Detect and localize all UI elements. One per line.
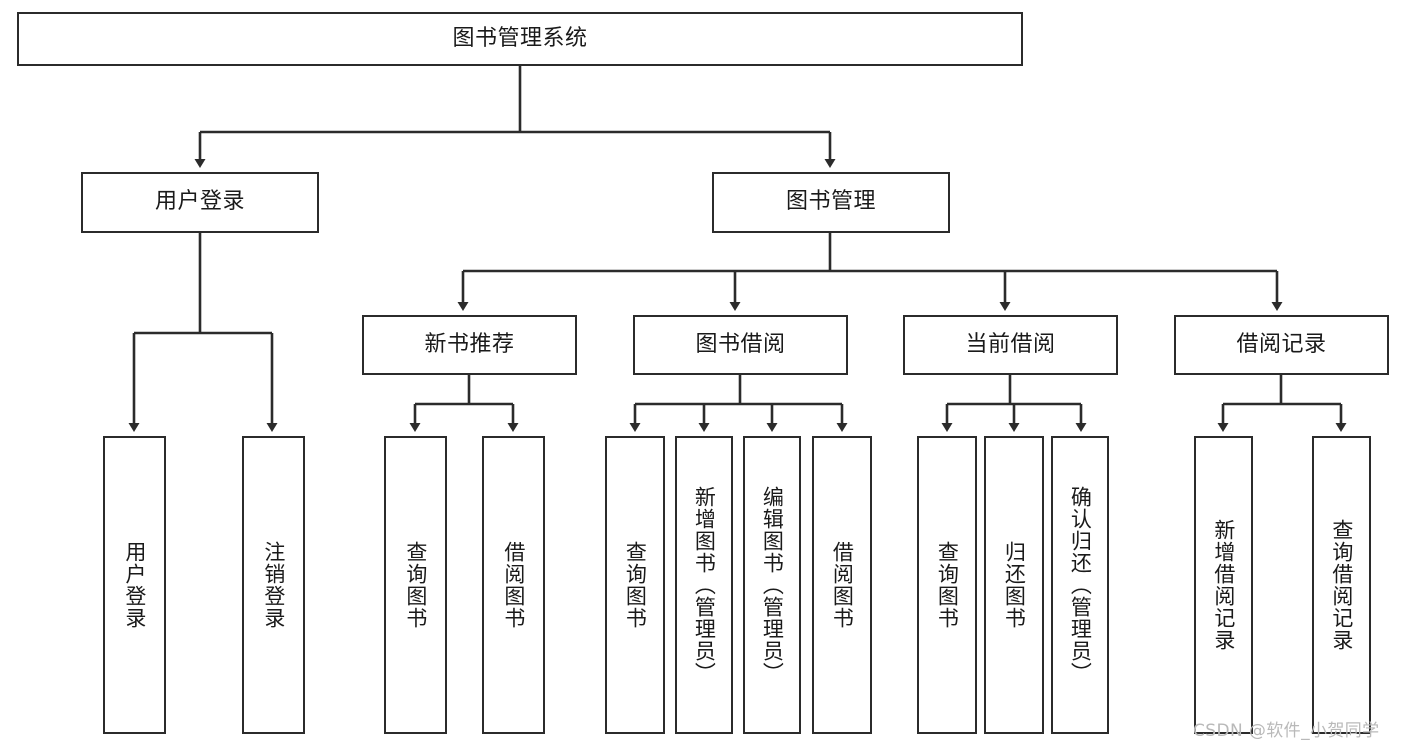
node-leaf-borrow-lend-book-label: 借阅图书 [830,541,855,629]
node-book-borrow-label: 图书借阅 [695,331,786,357]
node-leaf-current-confirm-return[interactable]: 确认归还（管理员） [1051,436,1109,734]
node-new-book-recommend[interactable]: 新书推荐 [362,315,577,375]
node-leaf-recommend-borrow-book[interactable]: 借阅图书 [482,436,545,734]
node-leaf-record-query[interactable]: 查询借阅记录 [1312,436,1371,734]
node-leaf-recommend-borrow-book-label: 借阅图书 [501,541,526,629]
node-leaf-recommend-query-book[interactable]: 查询图书 [384,436,447,734]
node-borrow-record-label: 借阅记录 [1236,331,1327,357]
node-leaf-user-logout[interactable]: 注销登录 [242,436,305,734]
node-leaf-borrow-add-book[interactable]: 新增图书（管理员） [675,436,733,734]
node-leaf-borrow-lend-book[interactable]: 借阅图书 [812,436,872,734]
node-user-login[interactable]: 用户登录 [81,172,319,233]
node-leaf-record-query-label: 查询借阅记录 [1329,519,1354,651]
node-leaf-borrow-edit-book[interactable]: 编辑图书（管理员） [743,436,801,734]
node-root-label: 图书管理系统 [452,25,588,51]
csdn-watermark: CSDN @软件_小贺同学 [1193,721,1380,741]
node-current-borrow[interactable]: 当前借阅 [903,315,1118,375]
node-leaf-current-query-book-label: 查询图书 [935,541,960,629]
node-book-management[interactable]: 图书管理 [712,172,950,233]
node-leaf-record-add[interactable]: 新增借阅记录 [1194,436,1253,734]
node-leaf-current-query-book[interactable]: 查询图书 [917,436,977,734]
node-root-library-system[interactable]: 图书管理系统 [17,12,1023,66]
node-leaf-current-confirm-return-label: 确认归还（管理员） [1068,486,1093,684]
node-leaf-user-logout-label: 注销登录 [261,541,286,629]
node-leaf-borrow-edit-book-label: 编辑图书（管理员） [760,486,785,684]
node-current-borrow-label: 当前借阅 [965,331,1056,357]
node-user-login-label: 用户登录 [154,189,245,215]
node-leaf-current-return-book-label: 归还图书 [1002,541,1027,629]
node-leaf-user-login-label: 用户登录 [122,541,147,629]
node-book-management-label: 图书管理 [785,189,876,215]
node-leaf-borrow-add-book-label: 新增图书（管理员） [692,486,717,684]
node-leaf-borrow-query-book[interactable]: 查询图书 [605,436,665,734]
node-book-borrow[interactable]: 图书借阅 [633,315,848,375]
node-borrow-record[interactable]: 借阅记录 [1174,315,1389,375]
node-new-book-recommend-label: 新书推荐 [424,331,515,357]
node-leaf-borrow-query-book-label: 查询图书 [623,541,648,629]
node-leaf-current-return-book[interactable]: 归还图书 [984,436,1044,734]
node-leaf-record-add-label: 新增借阅记录 [1211,519,1236,651]
node-leaf-recommend-query-book-label: 查询图书 [403,541,428,629]
node-leaf-user-login[interactable]: 用户登录 [103,436,166,734]
